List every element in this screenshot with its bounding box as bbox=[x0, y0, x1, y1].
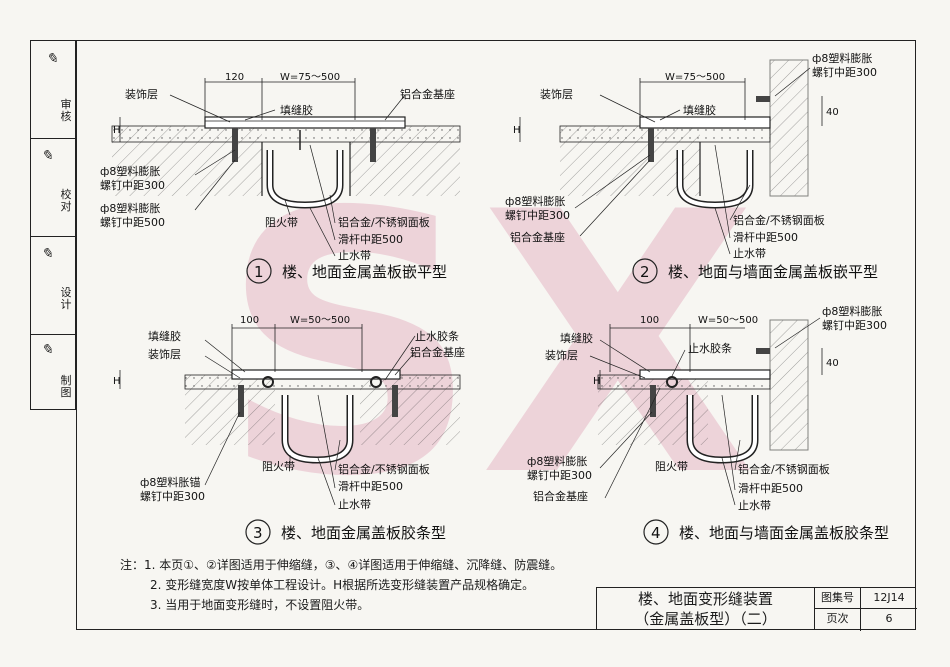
atlas-value: 12J14 bbox=[861, 588, 917, 609]
note-1: 注：1. 本页①、②详图适用于伸缩缝，③、④详图适用于伸缩缝、沉降缝、防震缝。 bbox=[120, 558, 563, 572]
sidebar-cell: 校对 ✎ bbox=[31, 139, 75, 237]
dim-100-3: 100 bbox=[240, 315, 259, 326]
d4-filler: 填缝胶 bbox=[560, 331, 593, 345]
d1-decor: 装饰层 bbox=[125, 87, 158, 101]
d3-filler: 填缝胶 bbox=[148, 329, 181, 343]
d2-base: 铝合金基座 bbox=[510, 230, 565, 244]
watermark: SX bbox=[220, 136, 757, 555]
detail-3-number: 3 bbox=[253, 524, 263, 542]
dim-40-2: 40 bbox=[826, 107, 839, 118]
signature: ✎ bbox=[41, 246, 53, 262]
d1-filler: 填缝胶 bbox=[280, 103, 313, 117]
d1-fire: 阻火带 bbox=[265, 216, 298, 229]
detail-2-number: 2 bbox=[640, 263, 650, 281]
dim-w1: W=75～500 bbox=[280, 72, 340, 83]
d4-strip: 止水胶条 bbox=[688, 341, 732, 355]
d2-plate: 铝合金/不锈钢面板 bbox=[733, 213, 825, 227]
d2-filler: 填缝胶 bbox=[683, 103, 716, 117]
signature: ✎ bbox=[44, 51, 60, 67]
signature-column: 审核 ✎ 校对 ✎ 设计 ✎ 制图 ✎ bbox=[30, 40, 76, 410]
d4-fire: 阻火带 bbox=[655, 460, 688, 473]
d1-base: 铝合金基座 bbox=[400, 87, 455, 101]
sidebar-label: 校对 bbox=[60, 188, 72, 213]
dim-120: 120 bbox=[225, 72, 244, 83]
d2-wallscrew: ф8塑料膨胀螺钉中距300 bbox=[812, 51, 877, 79]
detail-4-drawing bbox=[597, 319, 809, 464]
dim-h3: H bbox=[113, 376, 121, 387]
dim-100-4: 100 bbox=[640, 315, 659, 326]
d4-wallscrew: ф8塑料膨胀螺钉中距300 bbox=[822, 304, 887, 332]
d1-water: 止水带 bbox=[338, 249, 371, 262]
detail-1-number: 1 bbox=[254, 263, 264, 281]
page-label: 页次 bbox=[815, 609, 861, 631]
d4-decor: 装饰层 bbox=[545, 348, 578, 362]
sidebar-cell: 审核 ✎ bbox=[31, 41, 75, 139]
detail-3-title: 楼、地面金属盖板胶条型 bbox=[281, 524, 446, 542]
title-block-title: 楼、地面变形缝装置 （金属盖板型）（二） bbox=[597, 588, 815, 630]
d1-rod: 滑杆中距500 bbox=[338, 232, 403, 246]
sidebar-cell: 制图 ✎ bbox=[31, 335, 75, 411]
title-line-2: （金属盖板型）（二） bbox=[634, 610, 777, 628]
d3-strip: 止水胶条 bbox=[415, 329, 459, 343]
detail-1-drawing bbox=[111, 116, 461, 209]
d4-base: 铝合金基座 bbox=[533, 489, 588, 503]
d2-screw: ф8塑料膨胀螺钉中距300 bbox=[505, 194, 570, 222]
dim-h1: H bbox=[113, 125, 121, 136]
dimension-lines bbox=[119, 78, 823, 389]
d3-decor: 装饰层 bbox=[148, 347, 181, 361]
d3-plate: 铝合金/不锈钢面板 bbox=[338, 462, 430, 476]
d1-plate: 铝合金/不锈钢面板 bbox=[338, 215, 430, 229]
drawing-frame bbox=[76, 40, 916, 630]
signature: ✎ bbox=[41, 342, 53, 358]
d2-rod: 滑杆中距500 bbox=[733, 230, 798, 244]
detail-4-number: 4 bbox=[651, 524, 661, 542]
d4-water: 止水带 bbox=[738, 499, 771, 512]
title-line-1: 楼、地面变形缝装置 bbox=[637, 590, 773, 608]
d3-screw: ф8塑料胀锚螺钉中距300 bbox=[140, 475, 205, 503]
d1-screw: ф8塑料膨胀螺钉中距300 bbox=[100, 164, 165, 192]
sidebar-cell: 设计 ✎ bbox=[31, 237, 75, 335]
dim-h4: H bbox=[593, 376, 601, 387]
detail-4-title: 楼、地面与墙面金属盖板胶条型 bbox=[679, 524, 889, 542]
d4-rod: 滑杆中距500 bbox=[738, 481, 803, 495]
d4-screw: ф8塑料膨胀螺钉中距300 bbox=[527, 454, 592, 482]
atlas-label: 图集号 bbox=[815, 588, 861, 609]
dim-w3: W=50～500 bbox=[290, 315, 350, 326]
note-2: 2. 变形缝宽度W按单体工程设计。H根据所选变形缝装置产品规格确定。 bbox=[150, 578, 535, 592]
sidebar-label: 审核 bbox=[60, 98, 72, 123]
notes: 注：1. 本页①、②详图适用于伸缩缝，③、④详图适用于伸缩缝、沉降缝、防震缝。 … bbox=[120, 555, 562, 615]
sidebar-label: 制图 bbox=[60, 374, 72, 399]
d2-decor: 装饰层 bbox=[540, 87, 573, 101]
d3-fire: 阻火带 bbox=[262, 460, 295, 473]
signature: ✎ bbox=[41, 148, 53, 164]
sidebar-label: 设计 bbox=[60, 286, 72, 311]
d3-water: 止水带 bbox=[338, 498, 371, 511]
leader-lines bbox=[169, 67, 821, 506]
detail-captions: 1 楼、地面金属盖板嵌平型 2 楼、地面与墙面金属盖板嵌平型 3 楼、地面金属盖… bbox=[245, 258, 889, 545]
note-3: 3. 当用于地面变形缝时，不设置阻火带。 bbox=[150, 598, 370, 612]
d1-screw2: ф8塑料膨胀螺钉中距500 bbox=[100, 201, 165, 229]
title-block: 楼、地面变形缝装置 （金属盖板型）（二） 图集号 12J14 页次 6 bbox=[596, 587, 917, 631]
dim-w4: W=50～500 bbox=[698, 315, 758, 326]
d4-plate: 铝合金/不锈钢面板 bbox=[738, 462, 830, 476]
page-value: 6 bbox=[885, 612, 893, 625]
detail-2-title: 楼、地面与墙面金属盖板嵌平型 bbox=[668, 263, 878, 281]
dim-w2: W=75～500 bbox=[665, 72, 725, 83]
d3-rod: 滑杆中距500 bbox=[338, 479, 403, 493]
detail-2-drawing bbox=[559, 59, 809, 209]
d3-base: 铝合金基座 bbox=[410, 345, 465, 359]
d2-water: 止水带 bbox=[733, 247, 766, 260]
dim-40-4: 40 bbox=[826, 358, 839, 369]
dim-h2: H bbox=[513, 125, 521, 136]
detail-1-title: 楼、地面金属盖板嵌平型 bbox=[282, 263, 447, 281]
